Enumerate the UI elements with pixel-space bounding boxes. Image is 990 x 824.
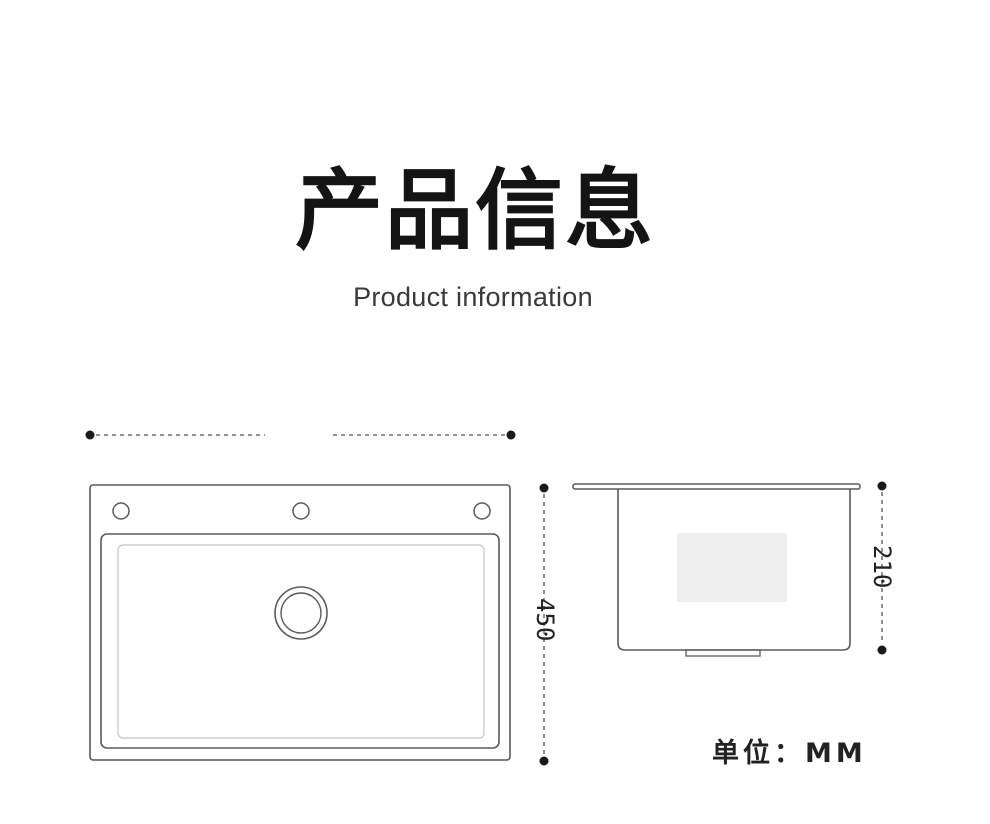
depth-dimension-line [539, 483, 549, 766]
faucet-hole-left [112, 502, 130, 520]
faucet-hole-right [473, 502, 491, 520]
depth-label: 450 [531, 598, 559, 641]
sink-top-view [89, 484, 511, 761]
unit-label: 单位：MM [712, 738, 867, 769]
height-dimension-line [877, 481, 887, 655]
page-subtitle: Product information [353, 282, 593, 312]
basin-outer [100, 533, 500, 749]
sink-side-view [572, 483, 861, 657]
label-panel [677, 533, 787, 602]
sink-rim [572, 483, 861, 490]
width-dimension-line [85, 430, 516, 440]
height-label: 210 [868, 545, 896, 588]
page-title: 产品信息 [294, 159, 655, 262]
faucet-hole-center [292, 502, 310, 520]
drain-inner [280, 592, 322, 634]
drain-pipe [685, 649, 761, 657]
drain-outer [274, 586, 328, 640]
basin-inner [117, 544, 485, 739]
